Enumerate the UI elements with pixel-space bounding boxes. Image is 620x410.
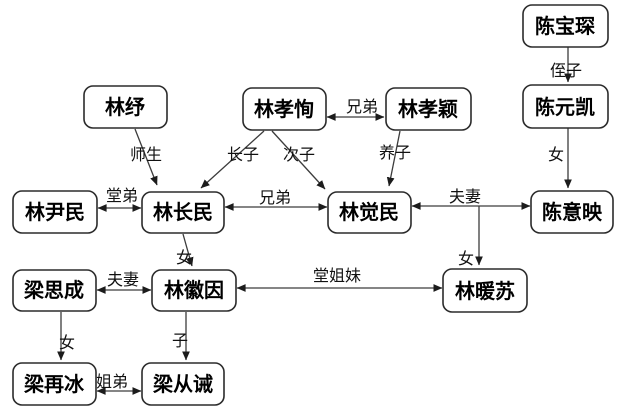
node-box-linhuiyin	[151, 269, 237, 312]
node-box-liangsicheng	[12, 269, 97, 312]
node-box-linchangmin	[141, 191, 225, 234]
edge-zhangzi	[200, 130, 265, 189]
node-box-chenbaochen	[522, 4, 609, 48]
edge-label-shisheng: 师生	[130, 145, 162, 164]
edge-label-zhangzi: 长子	[227, 145, 259, 164]
edge-label-nv-2: 女	[458, 249, 474, 268]
node-linshu: 林纾	[83, 85, 168, 129]
node-linjuemin: 林觉民	[327, 191, 412, 234]
edge-nv-3	[182, 233, 194, 267]
node-liangsicheng: 梁思成	[12, 269, 97, 312]
node-label-linxiaoying: 林孝颖	[398, 97, 458, 121]
node-label-linyinmin: 林尹民	[25, 200, 85, 224]
node-label-linxiaoxun: 林孝恂	[254, 97, 314, 121]
node-box-linxiaoying	[385, 87, 472, 131]
edge-label-nv-3: 女	[176, 248, 192, 267]
node-label-chenbaochen: 陈宝琛	[535, 14, 595, 38]
edge-label-zi: 子	[172, 331, 188, 350]
edge-label-nv-4: 女	[59, 333, 75, 352]
node-liangcongjie: 梁从诫	[141, 362, 225, 406]
node-box-chenyuankai	[522, 84, 609, 129]
node-label-linhuiyin: 林徽因	[164, 278, 224, 302]
edge-label-zhizi: 侄子	[550, 61, 582, 80]
node-box-linjuemin	[327, 191, 412, 234]
node-label-linjuemin: 林觉民	[339, 200, 399, 224]
edge-shisheng	[134, 128, 158, 186]
node-chenbaochen: 陈宝琛	[522, 4, 609, 48]
node-linnuansu: 林暖苏	[442, 268, 528, 313]
node-linxiaoxun: 林孝恂	[242, 87, 327, 131]
node-label-liangzaibing: 梁再冰	[23, 372, 85, 396]
node-label-linnuansu: 林暖苏	[455, 279, 515, 303]
node-box-linnuansu	[442, 268, 528, 313]
edge-label-xiongdi-2: 兄弟	[259, 188, 291, 207]
node-linyinmin: 林尹民	[12, 190, 98, 234]
node-box-linxiaoxun	[242, 87, 327, 131]
node-chenyuankai: 陈元凯	[522, 84, 609, 129]
node-box-linyinmin	[12, 190, 98, 234]
node-linhuiyin: 林徽因	[151, 269, 237, 312]
node-label-linchangmin: 林长民	[153, 200, 213, 224]
edge-label-jiedi: 姐弟	[96, 372, 128, 391]
node-label-linshu: 林纾	[105, 95, 145, 119]
node-box-liangcongjie	[141, 362, 225, 406]
node-linchangmin: 林长民	[141, 191, 225, 234]
edge-label-cizi: 次子	[283, 145, 315, 164]
node-label-chenyiying: 陈意映	[542, 200, 603, 224]
edge-label-yangzi: 养子	[379, 143, 411, 162]
edge-label-nv-1: 女	[548, 145, 564, 164]
edge-label-tangjiemei: 堂姐妹	[313, 266, 361, 285]
node-box-linshu	[83, 85, 168, 129]
node-label-liangsicheng: 梁思成	[23, 278, 84, 302]
node-liangzaibing: 梁再冰	[12, 362, 97, 406]
node-label-liangcongjie: 梁从诫	[152, 372, 213, 396]
node-box-chenyiying	[530, 190, 614, 234]
node-label-chenyuankai: 陈元凯	[535, 95, 595, 119]
edge-label-fuqi-2: 夫妻	[107, 270, 139, 289]
node-box-liangzaibing	[12, 362, 97, 406]
edge-label-fuqi-1: 夫妻	[449, 187, 481, 206]
edge-label-tangdi: 堂弟	[106, 186, 138, 205]
edge-label-xiongdi-1: 兄弟	[346, 97, 378, 116]
node-chenyiying: 陈意映	[530, 190, 614, 234]
edge-cizi	[271, 130, 326, 190]
node-linxiaoying: 林孝颖	[385, 87, 472, 131]
edge-yangzi	[386, 130, 401, 187]
